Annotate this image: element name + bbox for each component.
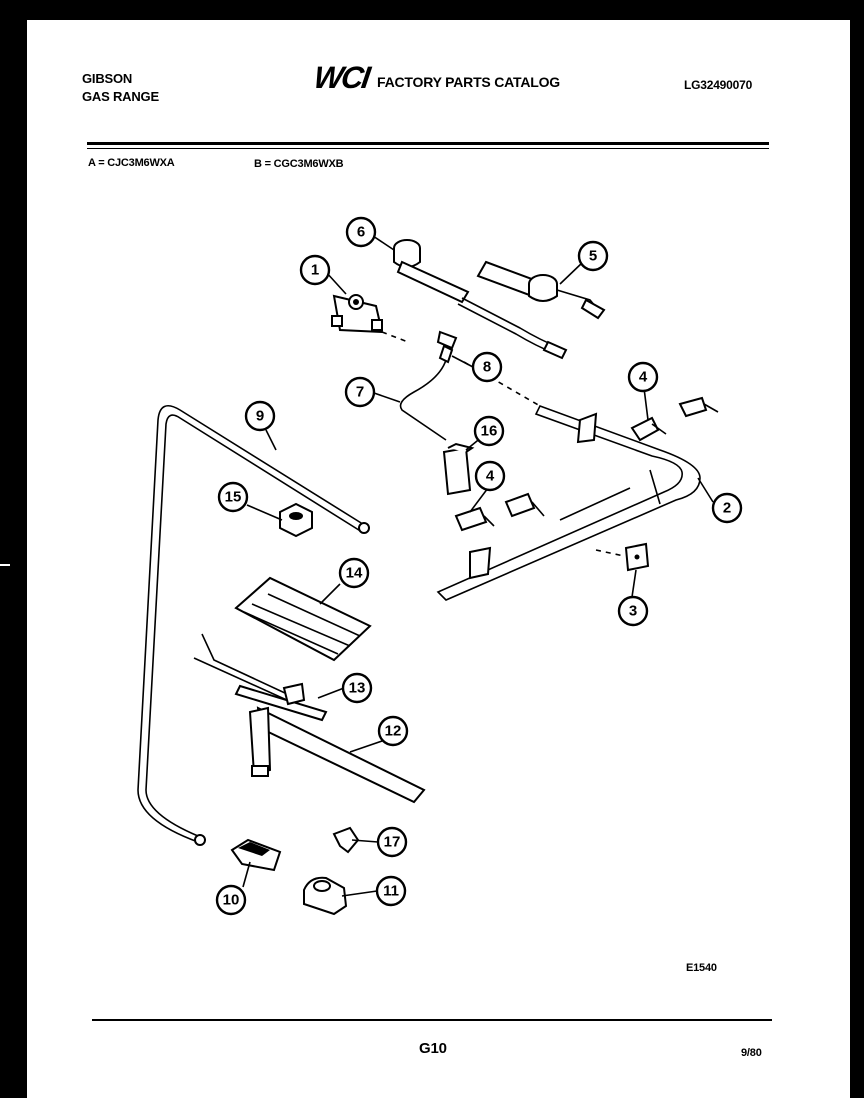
- header-rule-thin: [87, 148, 769, 149]
- callout-11: 11: [375, 875, 407, 907]
- header-rule: [87, 142, 769, 145]
- callout-15: 15: [217, 481, 249, 513]
- catalog-title: FACTORY PARTS CATALOG: [377, 74, 560, 90]
- callout-16: 16: [473, 415, 505, 447]
- part-9-supply-tube: [137, 404, 370, 846]
- part-12-burner-tube: [248, 706, 426, 804]
- part-13-pilot-bracket: [193, 633, 328, 722]
- part-11-bracket: [303, 876, 348, 916]
- callout-7: 7: [344, 376, 376, 408]
- part-4-igniter-lower: [454, 492, 545, 532]
- callout-2: 2: [711, 492, 743, 524]
- svg-text:9: 9: [256, 408, 264, 425]
- svg-text:2: 2: [723, 500, 731, 517]
- model-b-label: B = CGC3M6WXB: [254, 158, 344, 170]
- svg-text:3: 3: [629, 603, 637, 620]
- svg-text:12: 12: [385, 723, 402, 740]
- part-8-fitting: [436, 330, 458, 364]
- svg-text:7: 7: [356, 384, 364, 401]
- callout-13: 13: [341, 672, 373, 704]
- part-2-manifold-tube: [436, 405, 701, 601]
- callout-17: 17: [376, 826, 408, 858]
- catalog-page: [27, 20, 850, 1098]
- svg-text:6: 6: [357, 224, 365, 241]
- callout-1: 1: [299, 254, 331, 286]
- callout-14: 14: [338, 557, 370, 589]
- part-10-orifice-hood: [230, 838, 282, 872]
- svg-text:17: 17: [384, 834, 401, 851]
- page-code: G10: [419, 1040, 447, 1057]
- product-type: GAS RANGE: [82, 89, 159, 104]
- callout-10: 10: [215, 884, 247, 916]
- svg-text:5: 5: [589, 248, 597, 265]
- callout-12: 12: [377, 715, 409, 747]
- catalog-code: LG32490070: [684, 78, 753, 92]
- svg-text:14: 14: [346, 565, 363, 582]
- part-4-igniter-upper: [630, 396, 719, 442]
- callout-4-lower: 4: [474, 460, 506, 492]
- part-3-clip: [624, 542, 650, 572]
- part-15-nut: [279, 502, 313, 538]
- svg-text:1: 1: [311, 262, 319, 279]
- svg-text:8: 8: [483, 359, 491, 376]
- svg-text:11: 11: [383, 883, 399, 900]
- callout-9: 9: [244, 400, 276, 432]
- figure-code: E1540: [686, 962, 717, 974]
- callout-3: 3: [617, 595, 649, 627]
- part-14-baffle: [234, 576, 372, 662]
- edge-mark: [0, 564, 10, 566]
- brand-name: GIBSON: [82, 71, 133, 86]
- part-5-valve-assembly: [476, 260, 606, 320]
- svg-text:4: 4: [639, 369, 648, 386]
- part-7-lead-wire: [399, 359, 447, 441]
- model-a-label: A = CJC3M6WXA: [88, 157, 175, 169]
- svg-text:15: 15: [225, 489, 242, 506]
- part-16-module: [442, 442, 475, 496]
- catalog-date: 9/80: [741, 1047, 762, 1059]
- callout-8: 8: [471, 351, 503, 383]
- svg-text:13: 13: [349, 680, 366, 697]
- svg-text:4: 4: [486, 468, 495, 485]
- part-1-valve-body: [331, 294, 384, 334]
- part-17-clip: [332, 826, 360, 854]
- callout-6: 6: [345, 216, 377, 248]
- svg-text:16: 16: [481, 423, 498, 440]
- callout-5: 5: [577, 240, 609, 272]
- part-6-valve-assembly: [393, 239, 568, 360]
- svg-text:10: 10: [223, 892, 240, 909]
- footer-rule: [92, 1019, 772, 1021]
- callout-4-upper: 4: [627, 361, 659, 393]
